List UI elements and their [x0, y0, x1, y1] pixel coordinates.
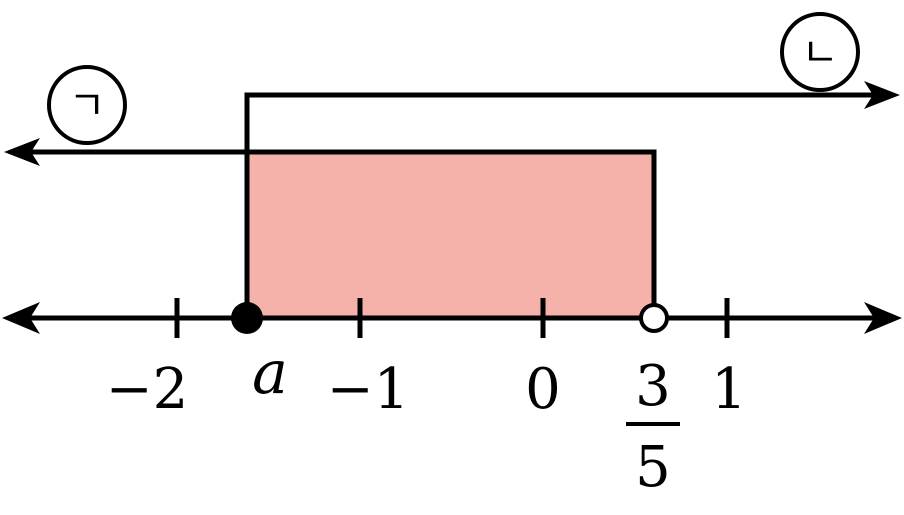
- region-a-bracket: [20, 149, 657, 318]
- tick-label-0: 0: [525, 357, 561, 422]
- region-b-bracket: [244, 92, 882, 318]
- region-a-label: ㄱ: [69, 83, 106, 129]
- fraction-numerator: 3: [635, 354, 671, 419]
- tick-label-1: 1: [711, 357, 747, 422]
- region-b-arrowhead: [864, 81, 900, 109]
- overlap-shaded-region: [247, 152, 654, 318]
- axis-left-arrowhead: [2, 302, 40, 334]
- fraction-denominator: 5: [635, 435, 671, 500]
- tick-label-neg2: −2: [106, 357, 189, 422]
- region-b-label-circle: [780, 12, 860, 92]
- region-a-arrowhead: [4, 138, 40, 166]
- region-a-label-circle: [47, 65, 127, 145]
- closed-point-a: [231, 302, 263, 334]
- region-b-label: ㄴ: [802, 30, 839, 76]
- open-point-three-fifths: [639, 303, 669, 333]
- axis-right-arrowhead: [864, 302, 902, 334]
- tick-label-neg1: −1: [327, 357, 410, 422]
- label-a: a: [252, 338, 288, 408]
